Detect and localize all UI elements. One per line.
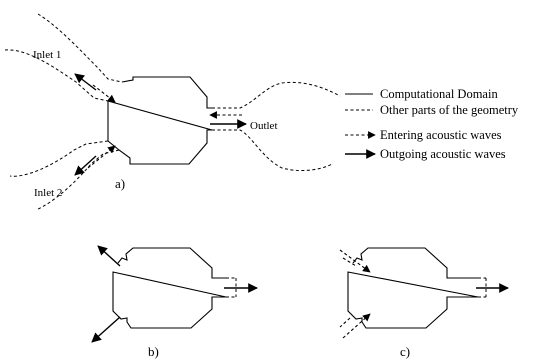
legend: Computational Domain Other parts of the … <box>345 87 519 161</box>
inlet2-outgoing-arrow-a <box>74 155 97 176</box>
legend-computational-domain: Computational Domain <box>380 87 498 101</box>
inlet2-outgoing-arrow-b <box>91 316 121 343</box>
inlet1-duct-a <box>4 13 123 102</box>
inlet2-label: Inlet 2 <box>34 187 62 199</box>
inlet1-entering-arrow-c <box>339 249 371 273</box>
outlet-stub-c <box>478 277 487 298</box>
panel-c-label: c) <box>400 344 410 359</box>
legend-entering-waves: Entering acoustic waves <box>380 128 502 142</box>
computational-domain-a <box>107 76 213 165</box>
inlet1-stub-c <box>342 257 357 267</box>
inlet2-duct-a <box>9 140 120 211</box>
inlet1-label: Inlet 1 <box>33 49 61 61</box>
legend-outgoing-waves: Outgoing acoustic waves <box>380 147 506 161</box>
panel-c: c) <box>339 247 509 359</box>
inlet1-outgoing-arrow-a <box>74 73 97 91</box>
inlet1-outgoing-arrow-b <box>97 245 121 267</box>
inlet2-entering-arrow-a <box>87 145 116 169</box>
panel-b: b) <box>91 245 258 359</box>
outlet-stub-b <box>226 277 237 298</box>
panel-b-label: b) <box>148 344 159 359</box>
legend-other-parts: Other parts of the geometry <box>380 103 519 117</box>
inlet1-entering-arrow-a <box>92 84 116 103</box>
inlet2-stub-c <box>339 317 351 328</box>
computational-domain-c <box>347 247 479 329</box>
computational-domain-b <box>112 247 227 329</box>
panel-a-label: a) <box>115 176 125 191</box>
panel-a: Inlet 1 Inlet 2 Outlet a) <box>4 13 341 211</box>
outlet-label: Outlet <box>250 120 278 132</box>
inlet2-entering-arrow-c <box>342 313 371 339</box>
outlet-duct-a <box>212 81 341 171</box>
